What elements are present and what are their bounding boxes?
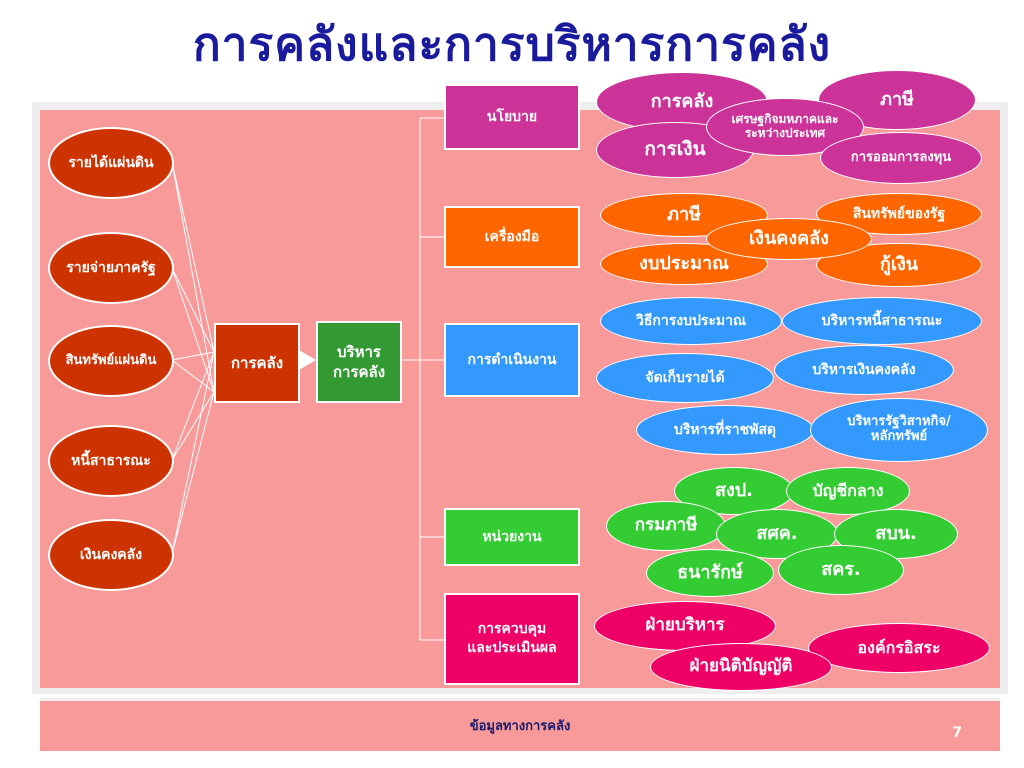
category-operations-label: การดำเนินงาน	[467, 351, 557, 368]
page-title: การคลังและการบริหารการคลัง	[192, 17, 832, 71]
category-control-line2: และประเมินผล	[467, 640, 557, 656]
category-agencies: หน่วยงาน	[444, 508, 580, 566]
arrow-icon	[299, 350, 316, 370]
policy-saving-investment: การออมการลงทุน	[820, 132, 982, 184]
agency-public-debt-office: สบน.	[834, 509, 958, 559]
control-legislative: ฝ่ายนิติบัญญัติ	[650, 643, 832, 691]
agency-state-enterprise-office: สคร.	[778, 545, 904, 595]
left-item-state-assets: สินทรัพย์แผ่นดิน	[48, 325, 174, 397]
fiscal-management-line2: การคลัง	[332, 363, 386, 381]
policy-macro-line1: เศรษฐกิจมหภาคและ	[731, 112, 839, 127]
agency-comptroller-general: บัญชีกลาง	[786, 467, 910, 515]
category-operations: การดำเนินงาน	[444, 323, 580, 397]
category-tools-label: เครื่องมือ	[484, 228, 540, 245]
left-item-state-expenditure: รายจ่ายภาครัฐ	[48, 232, 174, 304]
left-item-state-revenue: รายได้แผ่นดิน	[48, 127, 174, 199]
left-item-treasury-reserve: เงินคงคลัง	[48, 519, 174, 591]
category-policy: นโยบาย	[444, 84, 580, 150]
op-soe-securities: บริหารรัฐวิสาหกิจ/ หลักทรัพย์	[810, 398, 988, 462]
fiscal-box-label: การคลัง	[230, 353, 284, 372]
op-state-property: บริหารที่ราชพัสดุ	[636, 405, 814, 455]
category-tools: เครื่องมือ	[444, 206, 580, 268]
agency-budget-bureau: สงป.	[674, 467, 794, 515]
category-control: การควบคุม และประเมินผล	[444, 593, 580, 685]
op-budget-method: วิธีการงบประมาณ	[600, 297, 782, 345]
op-revenue-collection: จัดเก็บรายได้	[596, 353, 774, 403]
agency-treasury-dept: ธนารักษ์	[646, 549, 774, 597]
control-independent-org: องค์กรอิสระ	[808, 623, 990, 673]
policy-macro-line2: ระหว่างประเทศ	[744, 126, 826, 140]
op-public-debt-mgmt: บริหารหนี้สาธารณะ	[782, 297, 982, 345]
op-soe-line2: หลักทรัพย์	[870, 429, 928, 444]
category-agencies-label: หน่วยงาน	[482, 528, 542, 545]
tool-treasury: เงินคงคลัง	[706, 218, 872, 260]
category-control-line1: การควบคุม	[477, 621, 547, 638]
op-soe-line1: บริหารรัฐวิสาหกิจ/	[847, 414, 951, 430]
agency-tax-dept: กรมภาษี	[606, 501, 726, 551]
fiscal-management-box: บริหาร การคลัง	[316, 321, 402, 403]
fiscal-management-line1: บริหาร	[337, 342, 381, 361]
left-item-public-debt: หนี้สาธารณะ	[48, 425, 174, 497]
fiscal-box: การคลัง	[214, 323, 300, 403]
footer-text: ข้อมูลทางการคลัง	[469, 719, 571, 734]
page-number: 7	[952, 725, 962, 741]
op-treasury-mgmt: บริหารเงินคงคลัง	[774, 345, 954, 395]
footer-bar: ข้อมูลทางการคลัง 7	[40, 698, 1000, 751]
category-policy-label: นโยบาย	[486, 108, 538, 125]
